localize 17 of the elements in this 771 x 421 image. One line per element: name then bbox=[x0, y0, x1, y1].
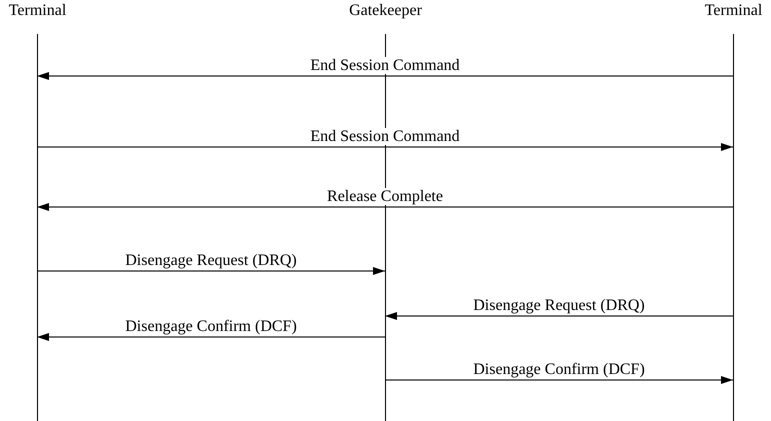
participant-name: Gatekeeper bbox=[349, 2, 422, 20]
participant-name: Terminal bbox=[8, 2, 66, 20]
message-arrow bbox=[384, 312, 734, 320]
edge-label: Disengage Request (DRQ) bbox=[123, 252, 299, 269]
participant-name: Terminal bbox=[704, 2, 762, 20]
message-arrow bbox=[36, 72, 734, 80]
edge-label: Release Complete bbox=[325, 188, 445, 205]
edge-label: Disengage Confirm (DCF) bbox=[471, 361, 647, 378]
message-arrow bbox=[36, 267, 386, 275]
message-arrow bbox=[384, 376, 734, 384]
edge-label: Disengage Request (DRQ) bbox=[471, 297, 647, 314]
edge-label: End Session Command bbox=[308, 57, 462, 74]
edge-label: End Session Command bbox=[308, 128, 462, 145]
edge-label: Disengage Confirm (DCF) bbox=[123, 318, 299, 335]
message-arrow bbox=[36, 143, 734, 151]
message-arrow bbox=[36, 333, 386, 341]
message-arrow bbox=[36, 203, 734, 211]
